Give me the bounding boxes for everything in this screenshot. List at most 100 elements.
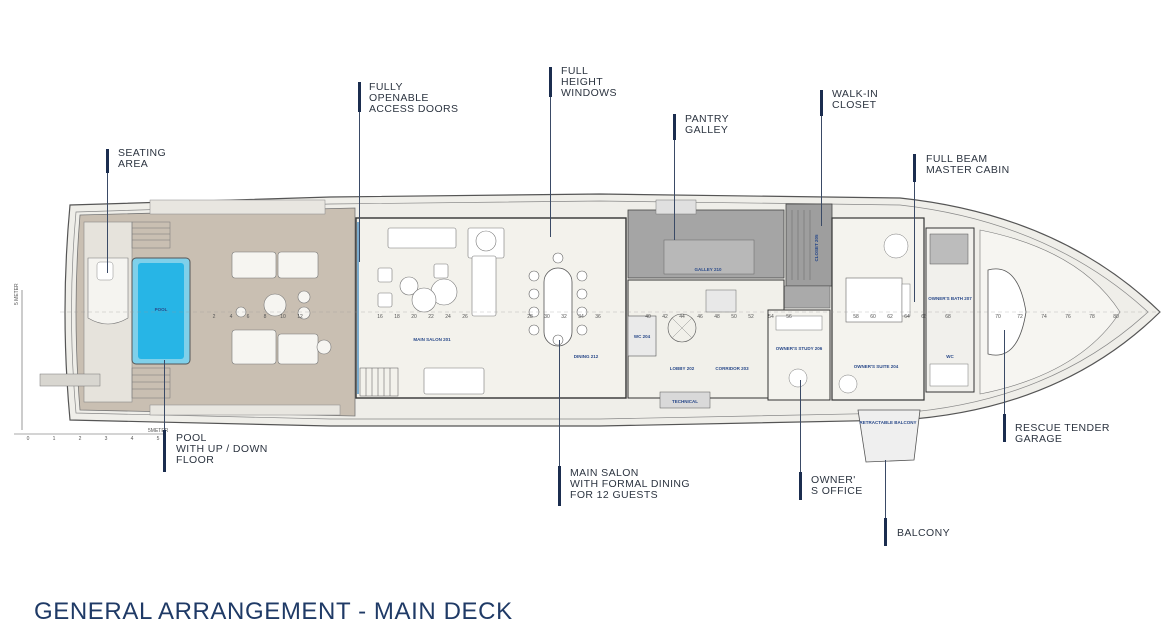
frame-number: 50 (731, 314, 737, 320)
frame-number: 26 (462, 314, 468, 320)
scale-tick-label: 0 (27, 436, 30, 442)
frame-number: 12 (297, 314, 303, 320)
leader-salon (559, 340, 560, 466)
leader-office (800, 380, 801, 472)
frame-number: 22 (428, 314, 434, 320)
leader-walkin (821, 116, 822, 226)
scale-label-vertical: 5 METER (14, 283, 20, 305)
frame-number: 60 (870, 314, 876, 320)
room-wc: WC 204 (634, 334, 651, 339)
leader-tender (1004, 330, 1005, 414)
master-bed (845, 277, 903, 323)
callout-bar-salon (558, 466, 561, 506)
dining-table (543, 267, 573, 347)
frame-number: 74 (1041, 314, 1047, 320)
callout-balcony: BALCONY (897, 527, 950, 539)
frame-number: 20 (411, 314, 417, 320)
page-title: GENERAL ARRANGEMENT - MAIN DECK (34, 598, 513, 625)
frame-number: 58 (853, 314, 859, 320)
frame-number: 72 (1017, 314, 1023, 320)
frame-number: 24 (445, 314, 451, 320)
frame-number: 62 (887, 314, 893, 320)
frame-number: 32 (561, 314, 567, 320)
scale-bar: 5METER 5 METER 0 1 2 3 4 5 (14, 283, 169, 442)
frame-number: 8 (264, 314, 267, 320)
leader-seating (107, 173, 108, 273)
frame-number: 6 (247, 314, 250, 320)
leader-pool (164, 360, 165, 430)
room-wc-suite: WC (946, 354, 954, 359)
frame-number: 2 (213, 314, 216, 320)
callout-owners-office: OWNER'S OFFICE (811, 474, 863, 497)
callout-bar-access-doors (358, 82, 361, 112)
callout-bar-balcony (884, 518, 887, 546)
frame-number: 66 (921, 314, 927, 320)
frame-number: 80 (1113, 314, 1119, 320)
leader-pantry (674, 140, 675, 240)
frame-number: 46 (697, 314, 703, 320)
room-corridor: CORRIDOR 203 (715, 366, 749, 371)
room-dining: DINING 212 (574, 354, 599, 359)
room-owners-study: OWNER'S STUDY 206 (776, 346, 823, 351)
frame-number: 40 (645, 314, 651, 320)
frame-number: 44 (679, 314, 685, 320)
frame-number: 30 (544, 314, 550, 320)
room-galley: GALLEY 210 (695, 267, 722, 272)
callout-bar-pantry (673, 114, 676, 140)
callout-bar-master (913, 154, 916, 182)
room-balcony: RETRACTABLE BALCONY (860, 420, 917, 425)
leader-balcony (885, 460, 886, 518)
retractable-balcony (857, 409, 921, 463)
room-main-salon: MAIN SALON 201 (413, 337, 451, 342)
frame-number: 48 (714, 314, 720, 320)
callout-bar-office (799, 472, 802, 500)
scale-tick-label: 3 (105, 436, 108, 442)
callout-bar-windows (549, 67, 552, 97)
scale-label-horizontal: 5METER (148, 428, 169, 434)
room-lobby: LOBBY 202 (670, 366, 695, 371)
callout-bar-pool (163, 430, 166, 472)
technical-area (659, 391, 711, 409)
frame-number: 10 (280, 314, 286, 320)
frame-number: 42 (662, 314, 668, 320)
closet-area (785, 203, 833, 287)
callout-bar-walkin (820, 90, 823, 116)
room-closet: CLOSET 205 (814, 234, 819, 262)
room-technical: TECHNICAL (672, 399, 698, 404)
frame-number: 16 (377, 314, 383, 320)
frame-number: 18 (394, 314, 400, 320)
frame-number: 36 (595, 314, 601, 320)
pool-label: POOL (155, 307, 168, 312)
leader-master (914, 182, 915, 302)
scale-tick-label: 1 (53, 436, 56, 442)
scale-tick-label: 2 (79, 436, 82, 442)
room-owners-bath: OWNER'S BATH 207 (928, 296, 972, 301)
frame-number: 54 (768, 314, 774, 320)
frame-number: 70 (995, 314, 1001, 320)
frame-number: 56 (786, 314, 792, 320)
callout-bar-seating (106, 149, 109, 173)
frame-number: 78 (1089, 314, 1095, 320)
leader-access-doors (359, 112, 360, 262)
frame-number: 52 (748, 314, 754, 320)
frame-number: 4 (230, 314, 233, 320)
wc-area (627, 315, 657, 357)
scale-tick-label: 5 (157, 436, 160, 442)
frame-number: 64 (904, 314, 910, 320)
room-owners-suite: OWNER'S SUITE 204 (854, 364, 899, 369)
frame-number: 76 (1065, 314, 1071, 320)
frame-number: 28 (527, 314, 533, 320)
scale-tick-label: 4 (131, 436, 134, 442)
frame-number: 68 (945, 314, 951, 320)
callout-bar-tender (1003, 414, 1006, 442)
